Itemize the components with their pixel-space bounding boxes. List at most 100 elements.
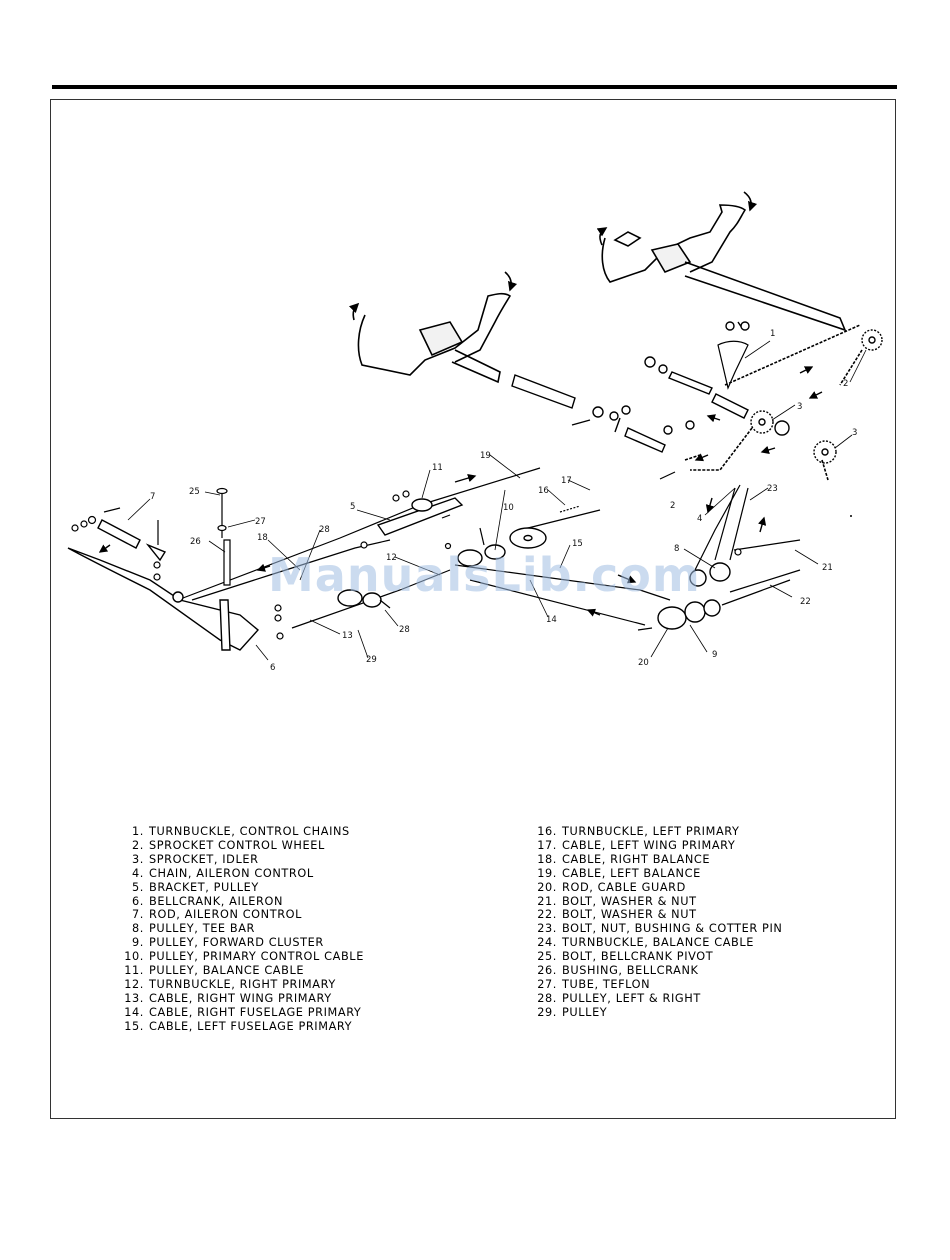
top-rule: [52, 85, 897, 89]
callout-17: 17: [561, 476, 572, 486]
legend-item: 8. PULLEY, TEE BAR: [118, 922, 364, 936]
legend-label: PULLEY, LEFT & RIGHT: [562, 991, 701, 1005]
callout-20: 20: [638, 658, 649, 668]
legend-label: BRACKET, PULLEY: [149, 880, 259, 894]
legend-label: PULLEY: [562, 1005, 608, 1019]
right-control-wheel: [601, 204, 847, 332]
legend-item: 18. CABLE, RIGHT BALANCE: [531, 853, 782, 867]
legend-label: CABLE, LEFT FUSELAGE PRIMARY: [149, 1019, 353, 1033]
legend-number: 2.: [132, 838, 144, 852]
figure-frame: [50, 99, 896, 1119]
callout-5: 5: [350, 502, 355, 512]
callout-19: 19: [480, 451, 491, 461]
legend-number: 23.: [537, 922, 557, 936]
legend-item: 7.ROD, AILERON CONTROL: [118, 908, 364, 922]
legend-label: TURNBUCKLE, LEFT PRIMARY: [562, 825, 740, 838]
callout-26: 26: [190, 537, 201, 547]
callout-15: 15: [572, 539, 583, 549]
cables: [182, 467, 791, 629]
legend-number: 15.: [124, 1019, 144, 1033]
legend-number: 18.: [537, 852, 557, 866]
legend-label: PULLEY, FORWARD CLUSTER: [149, 936, 324, 950]
legend-number: 29.: [537, 1005, 557, 1019]
legend-number: 12.: [124, 977, 144, 991]
legend-label: CABLE, RIGHT FUSELAGE PRIMARY: [149, 1005, 362, 1019]
sprockets: [750, 329, 883, 464]
legend-item: 5. BRACKET, PULLEY: [118, 881, 364, 895]
legend-label: CABLE, RIGHT BALANCE: [562, 852, 711, 866]
callout-2b: 2: [670, 501, 675, 511]
legend-label: TURNBUCKLE, BALANCE CABLE: [562, 936, 755, 950]
legend-item: 4.CHAIN, AILERON CONTROL: [118, 867, 364, 881]
legend-label: ROD, AILERON CONTROL: [149, 908, 303, 922]
watermark: ManualsLib.com: [268, 548, 701, 602]
legend-number: 24.: [537, 936, 557, 950]
legend-item: 6. BELLCRANK, AILERON: [118, 895, 364, 909]
callout-16: 16: [538, 486, 549, 496]
legend-label: SPROCKET, IDLER: [149, 852, 259, 866]
legend-label: BELLCRANK, AILERON: [149, 894, 284, 908]
legend-number: 27.: [537, 977, 557, 991]
legend-item: 21.BOLT, WASHER & NUT: [531, 895, 782, 909]
callout-22: 22: [800, 597, 811, 607]
legend-number: 9.: [132, 936, 144, 950]
hardware: [71, 471, 801, 640]
legend-label: BOLT, NUT, BUSHING & COTTER PIN: [562, 922, 783, 936]
callout-27: 27: [255, 517, 266, 527]
legend-label: ROD, CABLE GUARD: [562, 880, 686, 894]
legend-number: 10.: [124, 950, 144, 964]
shaft-parts: [511, 321, 750, 453]
legend-label: TURNBUCKLE, CONTROL CHAINS: [149, 825, 350, 838]
legend-number: 21.: [537, 894, 557, 908]
left-control-wheel: [357, 292, 512, 384]
legend-label: PULLEY, PRIMARY CONTROL CABLE: [149, 950, 364, 964]
legend-number: 5.: [132, 880, 144, 894]
pulleys: [337, 527, 731, 630]
legend-item: 11. PULLEY, BALANCE CABLE: [118, 964, 364, 978]
legend-label: CABLE, LEFT WING PRIMARY: [562, 838, 736, 852]
callout-18: 18: [257, 533, 268, 543]
legend-number: 26.: [537, 964, 557, 978]
parts-legend-right: 16. TURNBUCKLE, LEFT PRIMARY 17. CABLE, LE…: [531, 825, 782, 1020]
legend-item: 27. TUBE, TEFLON: [531, 978, 782, 992]
legend-label: CABLE, RIGHT WING PRIMARY: [149, 991, 332, 1005]
callout-3b: 3: [852, 428, 857, 438]
callout-2a: 2: [843, 379, 848, 389]
aileron-bellcrank: [67, 519, 260, 651]
callout-29: 29: [366, 655, 377, 665]
legend-number: 6.: [132, 894, 144, 908]
legend-number: 8.: [132, 922, 144, 936]
legend-item: 1.TURNBUCKLE, CONTROL CHAINS: [118, 825, 364, 839]
legend-item: 12.TURNBUCKLE, RIGHT PRIMARY: [118, 978, 364, 992]
legend-item: 19. CABLE, LEFT BALANCE: [531, 867, 782, 881]
legend-number: 16.: [537, 825, 557, 838]
legend-item: 26.BUSHING, BELLCRANK: [531, 964, 782, 978]
legend-label: PULLEY, BALANCE CABLE: [149, 964, 305, 978]
callout-6: 6: [270, 663, 275, 673]
callout-28a: 28: [319, 525, 330, 535]
legend-item: 25.BOLT, BELLCRANK PIVOT: [531, 950, 782, 964]
legend-item: 24. TURNBUCKLE, BALANCE CABLE: [531, 936, 782, 950]
callout-12: 12: [386, 553, 397, 563]
wheel-rotation-arrow-right-b: [743, 191, 758, 212]
motion-arrows: [98, 366, 823, 617]
legend-number: 28.: [537, 991, 557, 1005]
leader-lines: [127, 340, 867, 661]
legend-item: 29. PULLEY: [531, 1006, 782, 1020]
callout-1: 1: [770, 329, 775, 339]
legend-label: TUBE, TEFLON: [562, 977, 651, 991]
callout-3a: 3: [797, 402, 802, 412]
legend-number: 25.: [537, 950, 557, 964]
callout-9: 9: [712, 650, 717, 660]
callout-14: 14: [546, 615, 557, 625]
legend-number: 19.: [537, 866, 557, 880]
legend-number: 14.: [124, 1005, 144, 1019]
legend-label: CHAIN, AILERON CONTROL: [149, 866, 314, 880]
legend-label: CABLE, LEFT BALANCE: [562, 866, 701, 880]
legend-item: 2.SPROCKET CONTROL WHEEL: [118, 839, 364, 853]
legend-number: 17.: [537, 838, 557, 852]
legend-number: 11.: [124, 964, 144, 978]
callout-23: 23: [767, 484, 778, 494]
legend-label: PULLEY, TEE BAR: [149, 922, 255, 936]
